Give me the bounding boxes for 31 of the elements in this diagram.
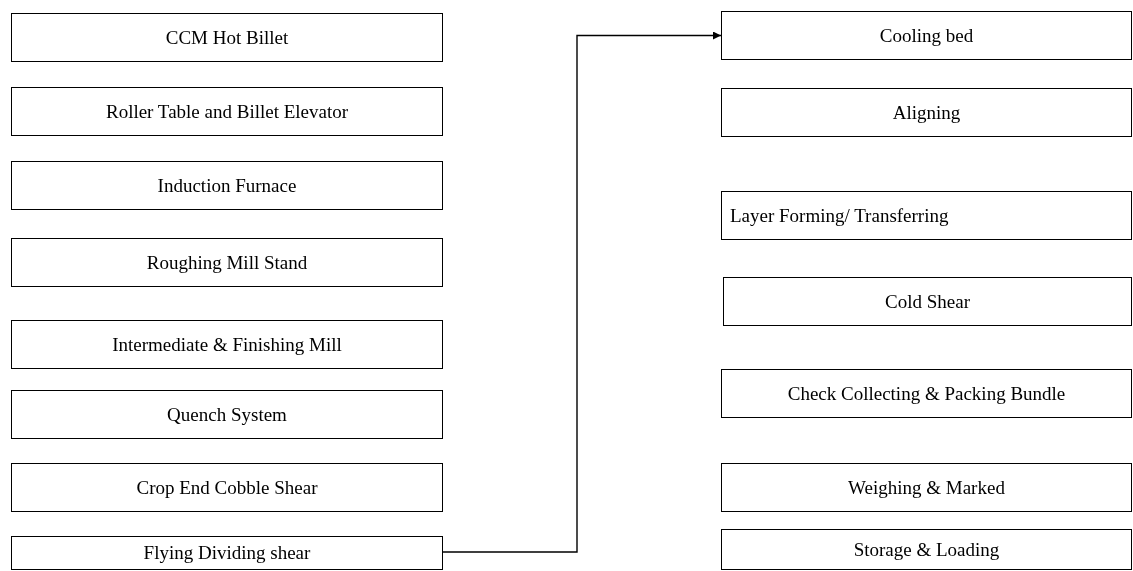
process-box [721, 88, 1132, 137]
process-label: Aligning [892, 101, 961, 124]
process-box [11, 87, 443, 136]
process-label: Cooling bed [879, 24, 974, 47]
process-label: Weighing & Marked [848, 476, 1005, 499]
process-label: Quench System [167, 403, 287, 426]
process-label: CCM Hot Billet [165, 26, 289, 49]
process-box [721, 369, 1132, 418]
process-box [721, 11, 1132, 60]
process-box [11, 13, 443, 62]
process-box [11, 161, 443, 210]
process-label: Cold Shear [885, 290, 970, 313]
process-box [721, 463, 1132, 512]
connector-arrow [442, 31, 722, 553]
process-label: Flying Dividing shear [143, 542, 311, 564]
process-label: Roller Table and Billet Elevator [105, 100, 349, 123]
process-box [721, 191, 1132, 240]
process-label: Induction Furnace [157, 174, 297, 197]
process-box [11, 463, 443, 512]
process-label: Check Collecting & Packing Bundle [787, 382, 1066, 405]
process-box [11, 238, 443, 287]
process-label: Roughing Mill Stand [146, 251, 308, 274]
process-label: Crop End Cobble Shear [136, 476, 318, 499]
process-label: Layer Forming/ Transferring [730, 204, 949, 227]
process-box [11, 536, 443, 570]
process-box [11, 390, 443, 439]
process-label: Storage & Loading [853, 538, 1000, 561]
process-box [723, 277, 1132, 326]
process-box [721, 529, 1132, 570]
process-box [11, 320, 443, 369]
process-label: Intermediate & Finishing Mill [112, 333, 342, 356]
